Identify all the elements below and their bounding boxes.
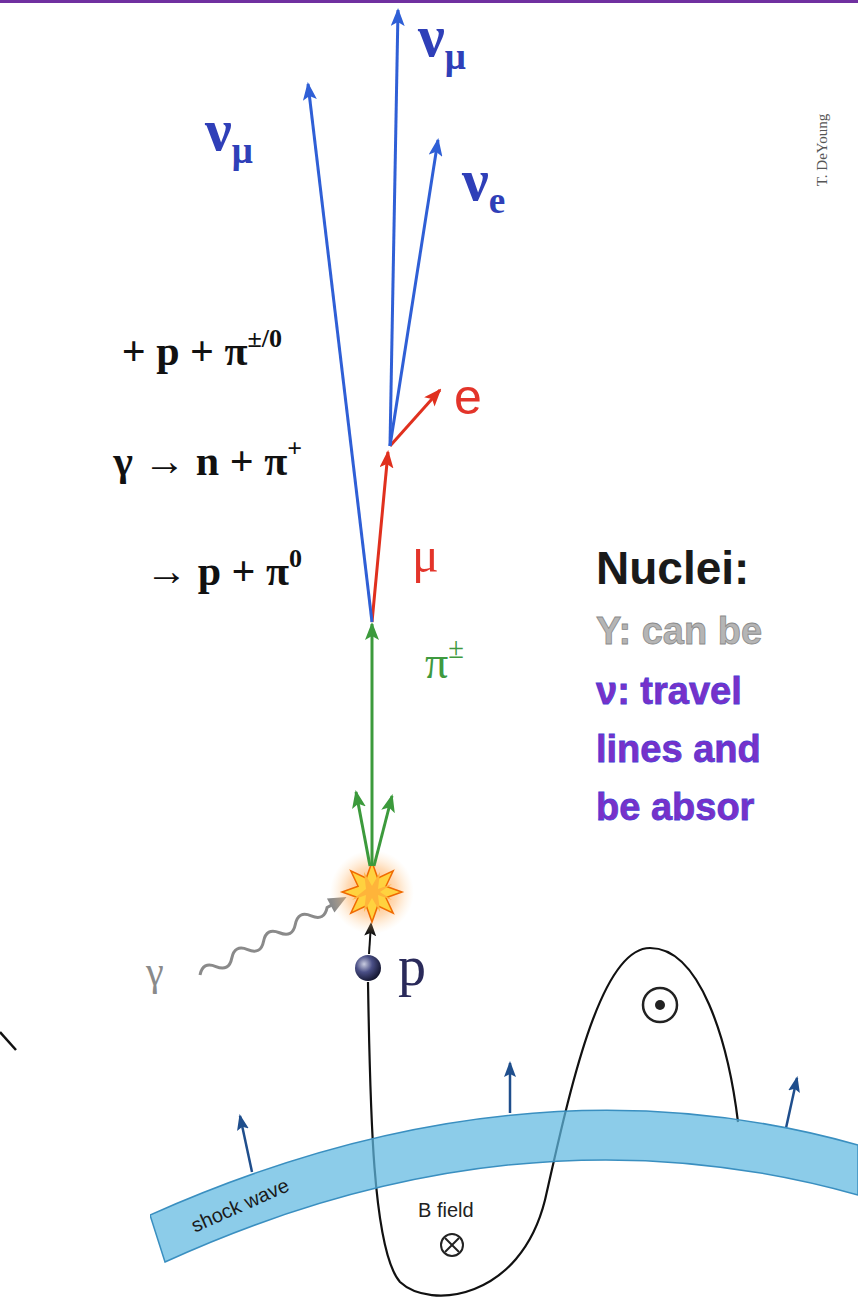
reaction-equation: + p + π±/0 [122,330,282,372]
label-holder: γ [146,952,164,992]
note-line: be absor [596,788,754,826]
particle-label: p [398,938,426,994]
proton-ball [355,955,381,981]
particle-label: νe [462,150,505,210]
b-field-into-symbol [441,1234,463,1256]
label-holder: Y: can be [596,612,762,650]
superscript: 0 [289,544,302,573]
label-holder: lines and [596,730,761,768]
label-holder: μ [412,530,439,580]
text-run: ν [205,97,232,163]
particle-label: γ [146,952,164,992]
text-run: ν [418,3,445,69]
text-run: γ → n + π [113,438,287,484]
note-line: Y: can be [596,612,762,650]
label-holder: B field [418,1200,474,1220]
label-holder: T. DeYoung [822,150,858,165]
particle-label: π± [425,640,464,686]
pion-track [374,796,392,866]
particle-label: μ [412,530,439,580]
text-holder: shock wave [240,1205,345,1227]
subscript: μ [232,130,253,171]
shock-wave-band: shock wave [150,1040,858,1270]
subscript: μ [445,36,466,77]
shock-normal-arrow [240,1116,252,1172]
band-fill [150,1110,858,1262]
text-run: → p + π [145,548,289,594]
band-outline [150,1040,858,1270]
shock-normal-arrow [786,1078,797,1128]
label-holder: π± [425,640,464,686]
neutrino-track [390,10,398,446]
note-line: ν: travel [596,672,742,710]
neutrino-track [308,84,372,622]
neutrino-track [390,140,438,446]
note-line: lines and [596,730,761,768]
text-run: π [425,637,448,688]
superscript: ±/0 [247,324,282,353]
reaction-equation: γ → n + π+ [113,440,302,482]
b-field-out-symbol [643,988,677,1022]
muon-track [372,452,388,622]
subscript: e [489,180,506,221]
superscript: + [287,434,302,463]
label-holder: be absor [596,788,754,826]
text-run: + p + π [122,328,248,374]
top-rule [0,0,858,3]
label-holder: p [398,938,426,994]
label-holder: νe [462,150,505,210]
note-heading: Nuclei: [596,545,749,591]
reaction-equation: → p + π0 [145,550,302,592]
label-holder: νμ [418,6,466,66]
edge-stroke [0,1032,16,1050]
photon-wave [196,890,350,982]
credit-note: T. DeYoung [815,114,830,186]
label-holder: e [454,372,482,422]
particle-label: νμ [418,6,466,66]
shock-normal-arrow [509,1063,512,1113]
text-run: ν [462,147,489,213]
particle-label: e [454,372,482,422]
label-holder: γ → n + π+ [113,440,302,482]
label-holder: νμ [205,100,253,160]
label-holder: + p + π±/0 [122,330,282,372]
label-holder: ν: travel [596,672,742,710]
label-holder: → p + π0 [145,550,302,592]
field-label: B field [418,1200,474,1220]
pion-track [371,624,374,866]
superscript: ± [448,633,464,664]
particle-label: νμ [205,100,253,160]
label-holder: Nuclei: [596,545,749,591]
pion-track [356,792,370,866]
